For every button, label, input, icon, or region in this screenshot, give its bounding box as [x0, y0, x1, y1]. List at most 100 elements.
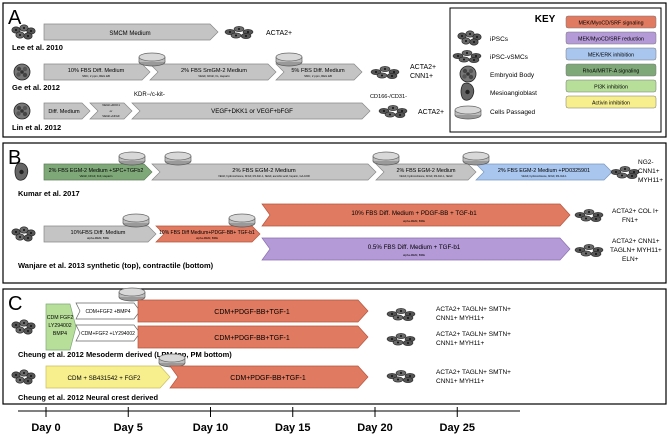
dish-icon — [228, 213, 256, 228]
lin-citation: Lin et al. 2012 — [12, 123, 61, 132]
wanjare-m1-sub: alpha-MEM, BME — [87, 236, 109, 240]
lee-citation: Lee et al. 2010 — [12, 43, 63, 52]
cheung-pm-arrow — [137, 325, 369, 349]
lee-smcm-arrow — [43, 23, 219, 41]
wanjare-m4-label: 0.5% FBS Diff. Medium + TGF-b1 — [368, 244, 461, 251]
cheung-neural-marker-1: ACTA2+ TAGLN+ SMTN+ — [436, 369, 511, 376]
lin-small-arrow — [89, 102, 133, 120]
ge-m2-label: 2% FBS SmGM-2 Medium — [181, 68, 247, 74]
key-swatch-5 — [565, 95, 657, 109]
embryoid-body-icon — [13, 63, 31, 81]
embryoid-body-icon — [13, 102, 31, 120]
key-cell-2: Embryoid Body — [490, 72, 535, 79]
cheung-top-main: CDM+PDGF-BB+TGF-1 — [214, 309, 290, 316]
kumar-m3-label: 2% FBS EGM-2 Medium — [396, 168, 456, 174]
timeline-tick-label: Day 10 — [193, 422, 228, 434]
cheung-ly-arrow — [75, 324, 141, 342]
dish-icon — [138, 52, 166, 67]
cheung-marker-a2: CNN1+ MYH11+ — [436, 315, 484, 322]
key-title: KEY — [535, 14, 556, 25]
ge-citation: Ge et al. 2012 — [12, 83, 60, 92]
dish-icon — [462, 151, 490, 166]
kumar-egm-arrow-1 — [151, 163, 377, 181]
kumar-marker-1: NG2- — [638, 159, 654, 166]
cheung-bot-main: CDM+PDGF-BB+TGF-1 — [214, 335, 290, 342]
cheung-neural-pre: CDM + SB431542 + FGF2 — [68, 375, 141, 382]
key-signal-3: RhoA/MRTF-A signaling — [583, 69, 640, 75]
cheung-marker-b2: CNN1+ MYH11+ — [436, 340, 484, 347]
ge-smgm-arrow — [149, 63, 277, 81]
timeline-tick-label: Day 15 — [275, 422, 310, 434]
cheung-neural-main: CDM+PDGF-BB+TGF-1 — [230, 375, 306, 382]
kumar-pd-arrow — [475, 163, 613, 181]
cheung-meso-citation: Cheung et al. 2012 Mesoderm derived (LPM… — [18, 350, 232, 359]
ge-marker-1: ACTA2+ — [410, 64, 436, 71]
dish-icon — [118, 287, 146, 302]
cheung-lpm-arrow — [137, 299, 369, 323]
lin-small-or: or — [110, 109, 113, 113]
lee-marker: ACTA2+ — [266, 30, 292, 37]
wanjare-pdgf-arrow — [155, 225, 261, 243]
mesioangioblast-icon — [460, 82, 475, 101]
key-cell-0: iPSCs — [490, 36, 509, 43]
dish-icon — [158, 353, 186, 368]
lin-small-2: VEGF+bFGF — [102, 114, 120, 118]
wanjare-m3-sub: alpha-MEM, BME — [403, 219, 425, 223]
panel-c-letter: C — [8, 293, 22, 315]
kumar-m3-sub: VEGF, hydrocortisone, bFGF, R3-IGF-1, hE… — [399, 174, 453, 178]
lin-small-1: VEGF+DKK1 — [102, 103, 120, 107]
ge-m2-sub: VEGF, bFGF, IG, Heparin — [198, 74, 230, 78]
kumar-m4-label: 2% FBS EGM-2 Medium +PD0325901 — [498, 168, 590, 174]
dish-icon — [122, 213, 150, 228]
cheung-sb-arrow — [45, 365, 171, 389]
wanjare-m4-sub: alpha-MEM, BME — [403, 253, 425, 257]
key-signal-4: PI3K inhibition — [594, 85, 628, 91]
kumar-m2-label: 2% FBS EGM-2 Medium — [232, 168, 296, 174]
wanjare-synthetic-arrow — [261, 203, 571, 227]
key-swatch-1 — [565, 31, 657, 45]
mesioangioblast-icon — [14, 162, 29, 181]
key-box: KEY iPSCs iPSC-vSMCs Embryoid Body Mesio… — [449, 7, 662, 133]
lin-diff-arrow — [43, 102, 91, 120]
embryoid-body-icon — [459, 65, 477, 83]
key-cell-4: Cells Passaged — [490, 109, 536, 116]
wanjare-bot-marker-3: ELN+ — [622, 256, 639, 263]
wanjare-contractile-arrow — [261, 237, 571, 261]
kumar-citation: Kumar et al. 2017 — [18, 189, 80, 198]
dish-icon — [275, 52, 303, 67]
key-cell-3: Mesioangioblast — [490, 90, 537, 97]
cheung-start-box — [45, 303, 77, 351]
wanjare-m2-label: 10% FBS Diff Medium+PDGF-BB+ TGF-b1 — [159, 230, 255, 236]
key-swatch-0 — [565, 15, 657, 29]
cheung-start-3: BMP4 — [53, 331, 67, 337]
kumar-m2-sub: VEGF, hydrocortisone, bFGF, R3-IGF-1, hE… — [218, 174, 310, 178]
wanjare-bot-marker-2: TAGLN+ MYH11+ — [610, 247, 662, 254]
wanjare-top-marker-1: ACTA2+ COL I+ — [612, 208, 659, 215]
key-swatch-4 — [565, 79, 657, 93]
ge-m3-label: 5% FBS Diff. Medium — [291, 68, 345, 74]
key-swatch-3 — [565, 63, 657, 77]
ge-diff-arrow-2 — [275, 63, 363, 81]
kumar-m4-sub: VEGF, hydrocortisone, bFGF, R3-IGF-1 — [521, 174, 567, 178]
wanjare-m3-label: 10% FBS Diff. Medium + PDGF-BB + TGF-b1 — [351, 210, 477, 217]
ge-diff-arrow-1 — [43, 63, 151, 81]
wanjare-m1-label: 10%FBS Diff. Medium — [71, 230, 126, 236]
kumar-marker-2: CNN1+ — [638, 168, 660, 175]
cheung-marker-a1: ACTA2+ TAGLN+ SMTN+ — [436, 306, 511, 313]
kumar-m1-sub: VEGF, bFGF, IGF, Heparin — [80, 174, 113, 178]
key-swatch-2 — [565, 47, 657, 61]
dish-icon — [118, 151, 146, 166]
lin-sort-2: CD166-/CD31- — [370, 94, 407, 100]
dish-icon — [372, 151, 400, 166]
wanjare-top-marker-2: FN1+ — [622, 217, 638, 224]
key-cell-1: iPSC-vSMCs — [490, 54, 529, 61]
wanjare-citation: Wanjare et al. 2013 synthetic (top), con… — [18, 261, 214, 270]
timeline-tick-label: Day 25 — [440, 422, 475, 434]
kumar-marker-3: MYH11+ — [638, 177, 663, 184]
key-signal-2: MEK/ERK inhibition — [588, 53, 634, 59]
lee-medium-label: SMCM Medium — [109, 31, 150, 37]
kumar-m1-label: 2% FBS EGM-2 Medium +SPC+TGFb2 — [49, 168, 144, 174]
